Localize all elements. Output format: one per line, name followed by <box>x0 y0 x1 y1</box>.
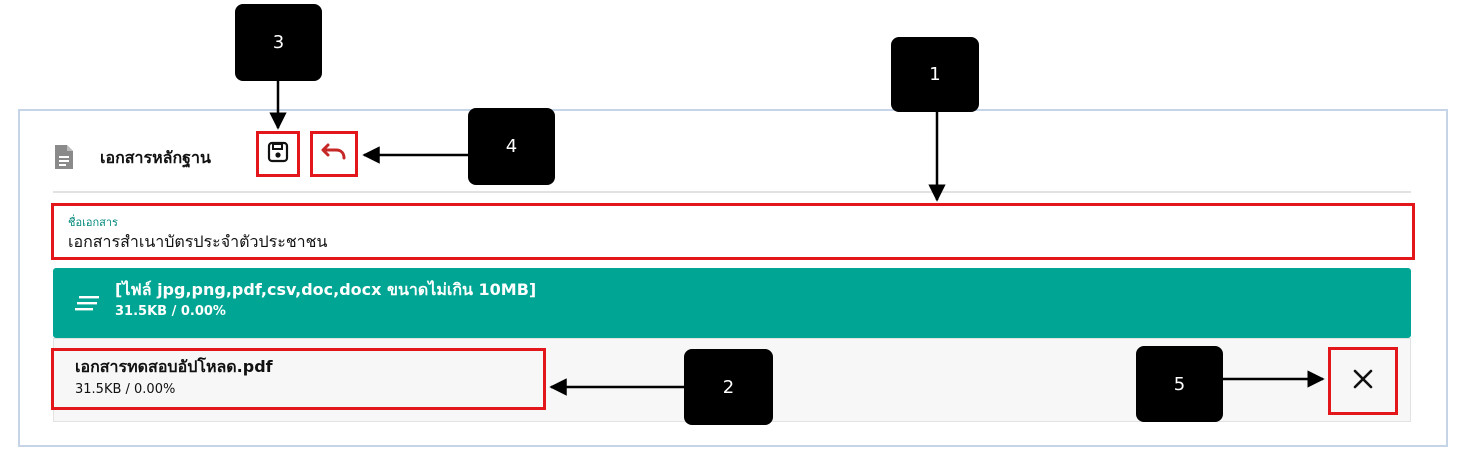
undo-arrow-icon <box>320 142 348 166</box>
callout-2: 2 <box>684 349 773 425</box>
uploaded-file-info[interactable] <box>51 348 546 410</box>
uploaded-file-name: เอกสารทดสอบอัปโหลด.pdf <box>75 357 273 376</box>
document-name-label: ชื่อเอกสาร <box>68 216 118 229</box>
upload-dropzone[interactable]: [ไฟล์ jpg,png,pdf,csv,doc,docx ขนาดไม่เก… <box>53 268 1411 338</box>
remove-file-button[interactable] <box>1328 347 1398 415</box>
callout-5: 5 <box>1136 346 1223 422</box>
document-name-input[interactable]: เอกสารสำเนาบัตรประจำตัวประชาชน <box>68 232 328 251</box>
save-button[interactable] <box>256 131 300 177</box>
document-name-field[interactable] <box>51 203 1415 260</box>
floppy-disk-icon <box>267 141 289 167</box>
document-icon <box>53 144 75 170</box>
callout-4: 4 <box>468 108 555 185</box>
close-x-icon <box>1352 368 1374 394</box>
menu-lines-icon <box>75 294 101 316</box>
uploaded-file-size: 31.5KB / 0.00% <box>75 382 176 397</box>
callout-1: 1 <box>891 37 979 112</box>
upload-hint: [ไฟล์ jpg,png,pdf,csv,doc,docx ขนาดไม่เก… <box>115 280 537 299</box>
upload-size-progress: 31.5KB / 0.00% <box>115 304 226 319</box>
callout-3: 3 <box>235 4 322 81</box>
section-title: เอกสารหลักฐาน <box>100 148 211 167</box>
undo-button[interactable] <box>310 131 358 177</box>
divider <box>53 191 1411 193</box>
